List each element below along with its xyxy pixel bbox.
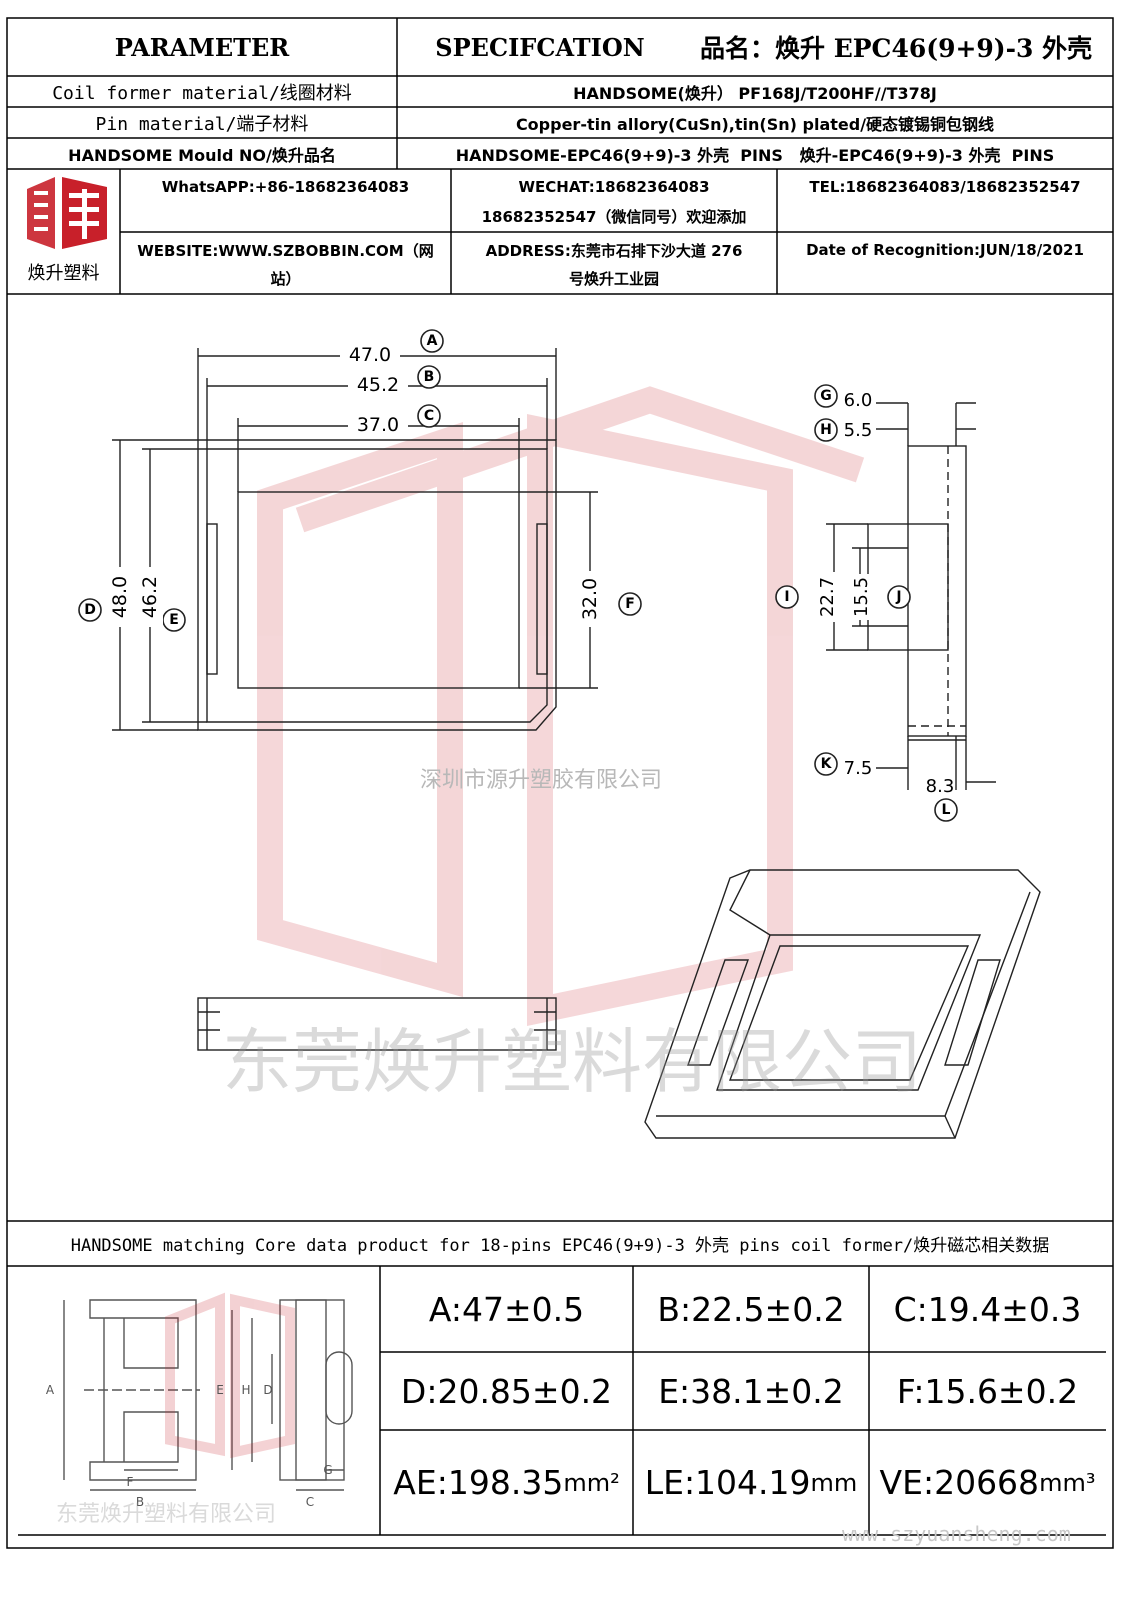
core-logo-watermark-icon — [165, 1292, 295, 1459]
row-coil-label: Coil former material/线圈材料 — [52, 82, 352, 104]
marker-D: D — [84, 602, 96, 618]
core-label-A: A — [45, 1383, 55, 1397]
row-pin-value: Copper-tin allory(CuSn),tin(Sn) plated/硬… — [515, 114, 995, 134]
dim-K-value: 7.5 — [843, 757, 873, 779]
watermark-large: 东莞焕升塑料有限公司 — [222, 1021, 922, 1103]
core-value-A: A:47±0.5 — [428, 1289, 585, 1329]
row-coil-value: HANDSOME(焕升） PF168J/T200HF//T378J — [573, 83, 937, 103]
marker-F: F — [625, 596, 635, 612]
company-logo: 焕升塑料 — [7, 169, 120, 294]
dim-C-value: 37.0 — [348, 412, 408, 438]
logo-caption: 焕升塑料 — [27, 263, 100, 284]
header-product-name: 品名：焕升 EPC46(9+9)-3 外壳 — [700, 34, 1093, 63]
marker-A: A — [426, 333, 438, 349]
core-data-title: HANDSOME matching Core data product for … — [70, 1236, 1050, 1256]
wechat-line2: 18682352547（微信同号）欢迎添加 — [481, 207, 747, 226]
dim-E-value: 46.2 — [137, 567, 163, 627]
core-value-E: E:38.1±0.2 — [658, 1371, 844, 1411]
tel: TEL:18682364083/18682352547 — [809, 178, 1081, 196]
dim-B-value: 45.2 — [348, 372, 408, 398]
core-diagram-watermark: 东莞焕升塑料有限公司 — [56, 1502, 277, 1527]
marker-B: B — [423, 369, 435, 385]
date-of-recognition: Date of Recognition:JUN/18/2021 — [806, 241, 1084, 259]
website-line2: 站） — [270, 269, 301, 288]
ae-label: AE:198.35 — [393, 1463, 564, 1502]
watermark-small: 深圳市源升塑胶有限公司 — [420, 768, 663, 793]
red-logo-watermark-icon — [257, 386, 865, 1026]
dim-J-value: 15.5 — [849, 574, 873, 620]
website-line1: WEBSITE:WWW.SZBOBBIN.COM（网 — [137, 241, 434, 260]
ve-label: VE:20668 — [879, 1463, 1040, 1502]
core-label-E: E — [216, 1383, 224, 1397]
core-value-C: C:19.4±0.3 — [893, 1289, 1082, 1329]
dim-A-value: 47.0 — [340, 342, 400, 368]
row-mould-value: HANDSOME-EPC46(9+9)-3 外壳 PINS 焕升-EPC46(9… — [455, 145, 1055, 165]
marker-C: C — [423, 408, 435, 424]
marker-E: E — [169, 612, 179, 628]
le-label: LE:104.19 — [644, 1463, 811, 1502]
core-label-D: D — [263, 1383, 273, 1397]
marker-K: K — [820, 756, 832, 772]
marker-G: G — [820, 388, 832, 404]
core-label-B: B — [135, 1495, 145, 1509]
dim-L-value: 8.3 — [925, 775, 955, 797]
wechat-line1: WECHAT:18682364083 — [518, 178, 710, 196]
dim-H-value: 5.5 — [843, 419, 873, 441]
address-line2: 号焕升工业园 — [568, 269, 659, 288]
core-label-H: H — [241, 1383, 251, 1397]
ae-unit: mm² — [563, 1468, 620, 1497]
header-specification: SPECIFCATION — [435, 32, 645, 62]
row-mould-label: HANDSOME Mould NO/焕升品名 — [68, 145, 336, 165]
dim-G-value: 6.0 — [843, 389, 873, 411]
logo-mark-icon — [27, 177, 107, 249]
dim-I-value: 22.7 — [815, 572, 839, 622]
core-value-B: B:22.5±0.2 — [657, 1289, 845, 1329]
header-parameter: PARAMETER — [114, 32, 290, 62]
ve-unit: mm³ — [1039, 1468, 1096, 1497]
marker-H: H — [820, 422, 832, 438]
row-pin-label: Pin material/端子材料 — [95, 113, 309, 135]
core-value-D: D:20.85±0.2 — [400, 1371, 613, 1411]
core-value-F: F:15.6±0.2 — [896, 1371, 1079, 1411]
dim-D-value: 48.0 — [107, 567, 133, 627]
address-line1: ADDRESS:东莞市石排下沙大道 276 — [485, 241, 743, 260]
le-unit: mm — [810, 1468, 858, 1497]
marker-J: J — [896, 589, 902, 605]
core-label-F: F — [126, 1475, 134, 1489]
marker-L: L — [941, 802, 951, 818]
dim-F-value: 32.0 — [577, 571, 603, 627]
core-label-C: C — [305, 1495, 315, 1509]
core-label-G: G — [323, 1463, 333, 1477]
whatsapp: WhatsAPP:+86-18682364083 — [161, 178, 410, 196]
marker-I: I — [784, 589, 790, 605]
footer-url-watermark: www.szyuansheng.com — [842, 1522, 1071, 1546]
